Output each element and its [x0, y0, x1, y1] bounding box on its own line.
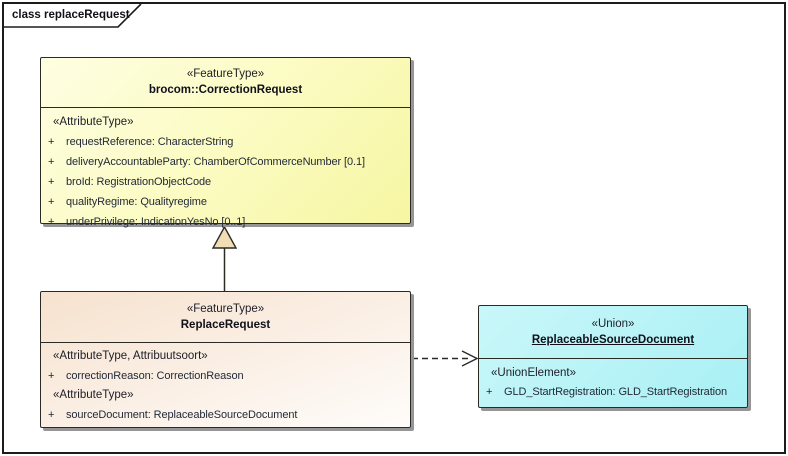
attribute-text: broId: RegistrationObjectCode: [66, 176, 212, 188]
diagram-title-tab: class replaceRequest: [12, 9, 130, 21]
attribute-text: sourceDocument: ReplaceableSourceDocumen…: [66, 408, 298, 421]
visibility-plus: +: [48, 156, 55, 168]
class-replace-request[interactable]: «FeatureType» ReplaceRequest «AttributeT…: [40, 291, 411, 428]
attribute-row: + underPrivilege: IndicationYesNo [0..1]: [41, 212, 410, 232]
visibility-plus: +: [486, 386, 493, 398]
class-header: «Union» ReplaceableSourceDocument: [479, 306, 747, 359]
attribute-text: deliveryAccountableParty: ChamberOfComme…: [66, 156, 365, 168]
attribute-stereotype: «AttributeType»: [53, 389, 134, 401]
attribute-row: + qualityRegime: Qualityregime: [41, 192, 410, 212]
class-header: «FeatureType» ReplaceRequest: [41, 292, 410, 343]
visibility-plus: +: [48, 136, 55, 148]
attribute-stereotype: «UnionElement»: [491, 367, 577, 379]
attribute-text: qualityRegime: Qualityregime: [66, 196, 207, 208]
attribute-row: + GLD_StartRegistration: GLD_StartRegist…: [479, 383, 747, 402]
class-name: ReplaceableSourceDocument: [531, 333, 695, 346]
class-stereotype: «FeatureType»: [186, 68, 265, 80]
class-name: brocom::CorrectionRequest: [148, 84, 303, 96]
attribute-text: requestReference: CharacterString: [66, 136, 234, 148]
attribute-text: correctionReason: CorrectionReason: [66, 369, 244, 382]
attribute-row: + broId: RegistrationObjectCode: [41, 172, 410, 192]
attributes-compartment: «UnionElement» + GLD_StartRegistration: …: [479, 359, 747, 402]
attribute-row: + requestReference: CharacterString: [41, 132, 410, 152]
attribute-text: underPrivilege: IndicationYesNo [0..1]: [66, 216, 246, 228]
attribute-stereotype: «AttributeType, Attribuutsoort»: [53, 350, 208, 362]
attribute-text: GLD_StartRegistration: GLD_StartRegistra…: [504, 386, 728, 398]
visibility-plus: +: [48, 216, 55, 228]
visibility-plus: +: [48, 408, 55, 421]
visibility-plus: +: [48, 196, 55, 208]
class-stereotype: «Union»: [591, 317, 635, 330]
class-name: ReplaceRequest: [180, 318, 271, 331]
attributes-compartment: «AttributeType» + requestReference: Char…: [41, 108, 410, 232]
attribute-row: + correctionReason: CorrectionReason: [41, 367, 410, 387]
class-correction-request[interactable]: «FeatureType» brocom::CorrectionRequest …: [40, 57, 411, 228]
attribute-row: + sourceDocument: ReplaceableSourceDocum…: [41, 406, 410, 426]
visibility-plus: +: [48, 176, 55, 188]
class-stereotype: «FeatureType»: [186, 302, 265, 315]
attribute-row: + deliveryAccountableParty: ChamberOfCom…: [41, 152, 410, 172]
visibility-plus: +: [48, 369, 55, 382]
attributes-compartment: «AttributeType, Attribuutsoort» + correc…: [41, 343, 410, 425]
class-header: «FeatureType» brocom::CorrectionRequest: [41, 58, 410, 108]
attribute-stereotype: «AttributeType»: [53, 116, 134, 128]
class-replaceable-source-document[interactable]: «Union» ReplaceableSourceDocument «Union…: [478, 305, 748, 408]
